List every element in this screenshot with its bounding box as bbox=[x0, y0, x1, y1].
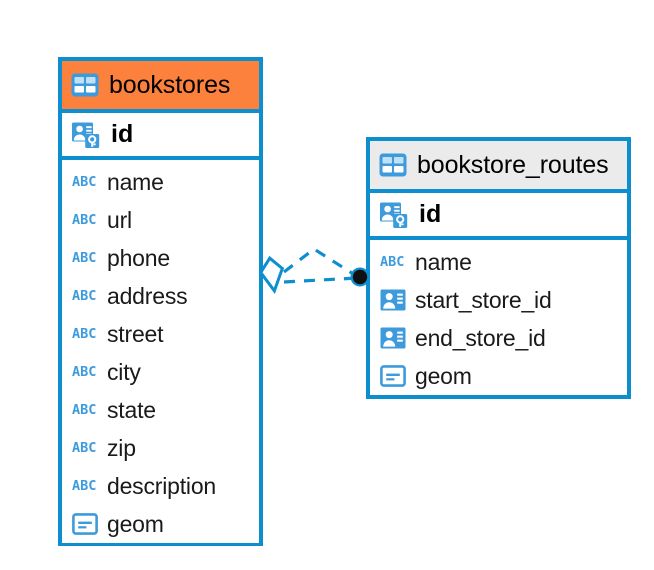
primary-key-label: id bbox=[111, 120, 134, 148]
text-field-icon: ABC bbox=[72, 478, 97, 494]
primary-key-icon bbox=[71, 120, 101, 150]
field-label: address bbox=[107, 282, 188, 309]
text-field-icon: ABC bbox=[72, 288, 97, 304]
text-field-icon: ABC bbox=[72, 402, 97, 418]
field-row[interactable]: ABC description bbox=[62, 467, 259, 505]
field-list-bookstore-routes: ABC name start_store_id bbox=[370, 240, 627, 395]
field-label: street bbox=[107, 320, 164, 347]
field-row[interactable]: ABC address bbox=[62, 277, 259, 315]
field-label: url bbox=[107, 206, 132, 233]
field-row[interactable]: ABC street bbox=[62, 315, 259, 353]
entity-title: bookstore_routes bbox=[417, 150, 609, 179]
text-field-icon: ABC bbox=[72, 174, 97, 190]
field-label: end_store_id bbox=[415, 324, 546, 351]
geometry-field-icon bbox=[380, 364, 406, 388]
field-row[interactable]: ABC url bbox=[62, 201, 259, 239]
field-label: start_store_id bbox=[415, 286, 552, 313]
text-field-icon: ABC bbox=[72, 250, 97, 266]
text-field-icon: ABC bbox=[72, 326, 97, 342]
field-label: zip bbox=[107, 434, 136, 461]
primary-key-icon bbox=[379, 200, 409, 230]
field-row[interactable]: ABC zip bbox=[62, 429, 259, 467]
field-row[interactable]: end_store_id bbox=[370, 319, 627, 357]
table-icon bbox=[379, 153, 407, 177]
text-field-icon: ABC bbox=[72, 212, 97, 228]
field-row[interactable]: geom bbox=[62, 505, 259, 543]
table-icon bbox=[71, 73, 99, 97]
text-field-icon: ABC bbox=[72, 440, 97, 456]
foreign-key-icon bbox=[380, 289, 406, 311]
field-label: description bbox=[107, 472, 217, 499]
relationship-branch-lower bbox=[283, 276, 358, 284]
geometry-field-icon bbox=[72, 512, 98, 536]
field-row[interactable]: ABC name bbox=[370, 243, 627, 281]
relationship-branch-upper bbox=[283, 247, 359, 279]
entity-title: bookstores bbox=[109, 70, 231, 99]
text-field-icon: ABC bbox=[380, 254, 405, 270]
primary-key-row-bookstores[interactable]: id bbox=[62, 113, 259, 160]
field-row[interactable]: ABC phone bbox=[62, 239, 259, 277]
field-row[interactable]: ABC city bbox=[62, 353, 259, 391]
field-label: phone bbox=[107, 244, 170, 271]
entity-header-bookstores[interactable]: bookstores bbox=[62, 61, 259, 113]
field-row[interactable]: ABC name bbox=[62, 163, 259, 201]
foreign-key-icon bbox=[380, 327, 406, 349]
field-label: name bbox=[107, 168, 164, 195]
field-label: city bbox=[107, 358, 141, 385]
field-row[interactable]: geom bbox=[370, 357, 627, 395]
entity-bookstores[interactable]: bookstores id bbox=[58, 57, 263, 546]
text-field-icon: ABC bbox=[72, 364, 97, 380]
field-label: geom bbox=[415, 362, 472, 389]
field-row[interactable]: ABC state bbox=[62, 391, 259, 429]
field-list-bookstores: ABC name ABC url ABC phone ABC bbox=[62, 160, 259, 543]
field-row[interactable]: start_store_id bbox=[370, 281, 627, 319]
entity-header-bookstore-routes[interactable]: bookstore_routes bbox=[370, 141, 627, 193]
field-label: geom bbox=[107, 510, 164, 537]
field-label: name bbox=[415, 248, 472, 275]
primary-key-row-bookstore-routes[interactable]: id bbox=[370, 193, 627, 240]
field-label: state bbox=[107, 396, 156, 423]
entity-bookstore-routes[interactable]: bookstore_routes id bbox=[366, 137, 631, 399]
primary-key-label: id bbox=[419, 200, 442, 228]
